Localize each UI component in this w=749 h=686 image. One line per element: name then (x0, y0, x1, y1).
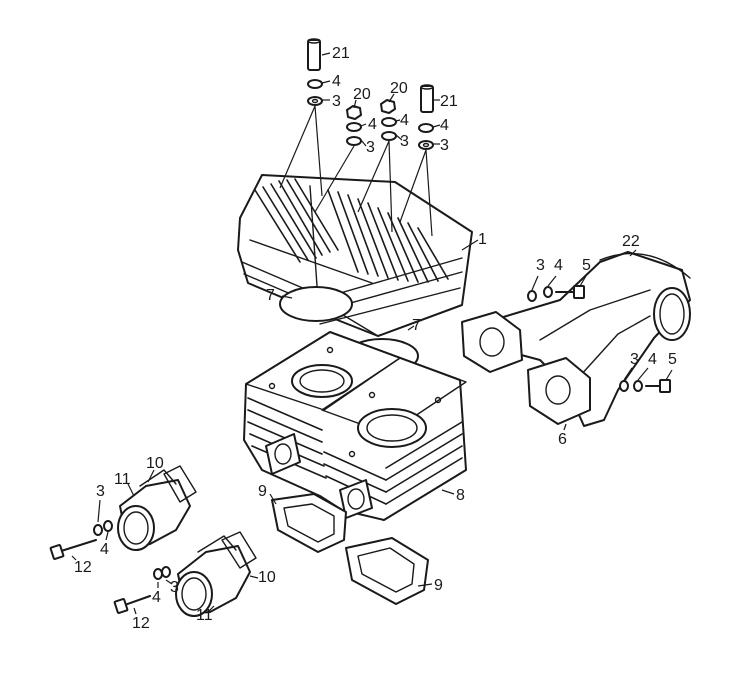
exhaust-bolt-lower (619, 379, 671, 393)
callout-3-exhaust-upper: 3 (536, 257, 545, 274)
callout-4-exhaust-lower: 4 (648, 351, 657, 368)
cylinder-head (237, 174, 473, 337)
intake-bolt-lower (113, 566, 171, 614)
callout-20-left: 20 (353, 86, 371, 103)
callout-12-lower: 12 (132, 615, 150, 632)
intake-manifold-lower (175, 531, 257, 617)
callout-3-exhaust-lower: 3 (630, 351, 639, 368)
callout-3-right-top: 3 (440, 137, 449, 154)
base-gasket-upper (271, 493, 347, 553)
head-fastener-stack-left (307, 38, 323, 106)
callout-7-left: 7 (266, 287, 275, 304)
callout-3-center-right: 3 (400, 133, 409, 150)
intake-manifold-upper (117, 465, 197, 551)
head-cooling-fins (254, 178, 449, 283)
callout-11-upper: 11 (114, 471, 131, 488)
base-gasket-lower (345, 537, 429, 605)
callout-7-right: 7 (412, 317, 421, 334)
exhaust-manifold (461, 251, 691, 427)
callout-3-intake-upper: 3 (96, 483, 105, 500)
callout-9-lower: 9 (434, 577, 443, 594)
callout-10-upper: 10 (146, 455, 164, 472)
callout-3-left-top: 3 (332, 93, 341, 110)
callout-5-exhaust-lower: 5 (668, 351, 677, 368)
callout-labels: 21 4 3 20 4 3 20 4 3 21 4 3 1 7 7 8 9 9 … (74, 45, 677, 632)
callout-21-right: 21 (440, 93, 458, 110)
callout-10-lower: 10 (258, 569, 276, 586)
callout-5-exhaust-upper: 5 (582, 257, 591, 274)
intake-bolt-upper (49, 520, 113, 560)
callout-8: 8 (456, 487, 465, 504)
callout-4-left-top: 4 (332, 73, 341, 90)
callout-4-intake-lower: 4 (152, 589, 161, 606)
callout-9-upper: 9 (258, 483, 267, 500)
callout-3-center-left: 3 (366, 139, 375, 156)
callout-1: 1 (478, 231, 487, 248)
callout-4-center-right: 4 (400, 112, 409, 129)
callout-4-exhaust-upper: 4 (554, 257, 563, 274)
cylinder-block (243, 331, 467, 521)
exhaust-bolt-upper (527, 285, 585, 302)
callout-20-right: 20 (390, 80, 408, 97)
callout-22: 22 (622, 233, 640, 250)
head-nut-stack-center-left (346, 105, 362, 146)
callout-3-intake-lower: 3 (170, 579, 179, 596)
callout-11-lower: 11 (196, 607, 213, 624)
head-stud-leaders (279, 105, 433, 237)
head-fastener-stack-right (418, 84, 434, 150)
callout-4-center-left: 4 (368, 116, 377, 133)
callout-4-right-top: 4 (440, 117, 449, 134)
head-nut-stack-center-right (380, 99, 397, 141)
callout-12-upper: 12 (74, 559, 92, 576)
callout-leaders (71, 52, 673, 615)
callout-6: 6 (558, 431, 567, 448)
callout-4-intake-upper: 4 (100, 541, 109, 558)
callout-21-left: 21 (332, 45, 350, 62)
